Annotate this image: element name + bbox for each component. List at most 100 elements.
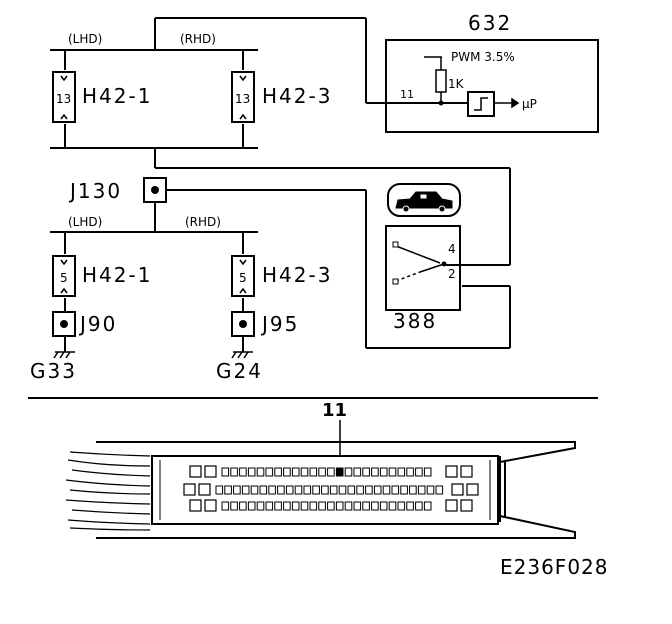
connector-h42-1-bottom: 5 [52,255,76,297]
connector-h42-1-bottom-label: H42-1 [82,263,152,287]
connector-pin-cavity [329,485,338,495]
connector-h42-3-top: 13 [231,71,255,123]
pwm-label: PWM 3.5% [451,50,515,64]
connector-pin-cavity [423,467,432,477]
connector-pin-grid [183,465,479,512]
pin-5-left: 5 [60,271,68,285]
connector-pin-cavity [338,485,347,495]
connector-pin-cavity [318,467,326,477]
connector-pin-cavity [239,467,247,477]
connector-pin-cavity [353,501,362,511]
connector-pin-cavity [344,501,353,511]
switch-388-box [385,225,461,311]
connector-large-cavity [451,483,464,496]
switch-388-contacts [395,245,445,282]
connector-large-cavity [445,465,458,478]
connector-h42-1-top-label: H42-1 [82,84,152,108]
connector-pin-cavity [230,467,238,477]
rhd-label-top: (RHD) [180,32,216,46]
connector-large-cavity [460,465,473,478]
connector-pin-cavity [300,501,309,511]
module-632-internals [424,56,520,117]
connector-pin-cavity [285,485,294,495]
switch-pin-2-label: 2 [448,267,456,281]
switch-contact-2 [392,278,399,285]
rhd-label-bottom: (RHD) [185,215,221,229]
connector-pin-cavity [221,501,230,511]
connector-pin-cavity [362,467,370,477]
lower-splice-wiring [64,298,244,352]
connector-pin-cavity [309,467,318,477]
connector-pin-cavity [423,501,432,511]
ground-icon [231,351,253,359]
pin-5-right: 5 [239,271,247,285]
connector-pin-cavity [382,485,391,495]
connector-pin-cavity [335,501,344,511]
pin-13-left: 13 [56,92,71,106]
connector-pin-cavity [256,501,265,511]
connector-pin-cavity [256,467,265,477]
connector-pin-cavity [277,485,285,495]
splice-j90-dot [60,320,68,328]
connector-pin-11-cavity [335,467,344,477]
connector-plug-housing [96,441,576,539]
connector-pin-cavity [247,501,256,511]
connector-pin-cavity [353,467,362,477]
lhd-label-bottom: (LHD) [68,215,102,229]
connector-h42-3-top-label: H42-3 [262,84,332,108]
connector-pin-cavity [435,485,444,495]
connector-pin-cavity [379,501,388,511]
module-632-box [385,39,599,133]
connector-pin-cavity [224,485,232,495]
switch-pivot [441,261,447,267]
connector-pin-cavity [397,467,406,477]
connector-pin-cavity [373,485,382,495]
splice-j95-label: J95 [260,312,299,336]
connector-pin-cavity [215,485,224,495]
connector-pin-cavity [291,501,300,511]
connector-pin-cavity [397,501,406,511]
connector-pin-cavity [318,501,326,511]
connector-pin-cavity [371,467,379,477]
connector-pin-cavity [371,501,379,511]
connector-pin-cavity [415,501,423,511]
connector-pin-cavity [247,467,256,477]
switch-pin-4-label: 4 [448,242,456,256]
top-bus [50,17,470,104]
connector-pin-cavity [406,467,414,477]
pin-13-right: 13 [235,92,250,106]
switch-contact-4 [392,241,399,248]
connector-pin-cavity [294,485,303,495]
connector-pin-cavity [230,501,238,511]
connector-wire-bundle [65,451,151,531]
schmitt-trigger-icon [467,91,495,117]
ground-g24-label: G24 [216,359,263,383]
connector-pin-cavity [265,501,274,511]
resistor-label: 1K [448,77,465,91]
connector-pin-cavity [259,485,268,495]
connector-large-cavity [466,483,479,496]
figure-code: E236F028 [500,555,609,579]
connector-pin-cavity [379,467,388,477]
connector-pin-cavity [388,467,397,477]
connector-pin-cavity [268,485,276,495]
connector-h42-1-top: 13 [52,71,76,123]
connector-pin-cavity [321,485,329,495]
connector-pin-cavity [233,485,241,495]
connector-pin-cavity [300,467,309,477]
connector-pin-cavity [239,501,247,511]
connector-pin-callout: 11 [322,400,347,421]
connector-h42-3-bottom-label: H42-3 [262,263,332,287]
splice-j95-dot [239,320,247,328]
connector-pin-cavity [291,467,300,477]
connector-pin-cavity [344,467,353,477]
connector-pin-cavity [241,485,250,495]
connector-large-cavity [460,499,473,512]
connector-large-cavity [204,499,217,512]
connector-h42-3-bottom: 5 [231,255,255,297]
splice-j130-label: J130 [68,179,122,203]
connector-large-cavity [445,499,458,512]
splice-j130-dot [151,186,159,194]
connector-pin-cavity [250,485,259,495]
